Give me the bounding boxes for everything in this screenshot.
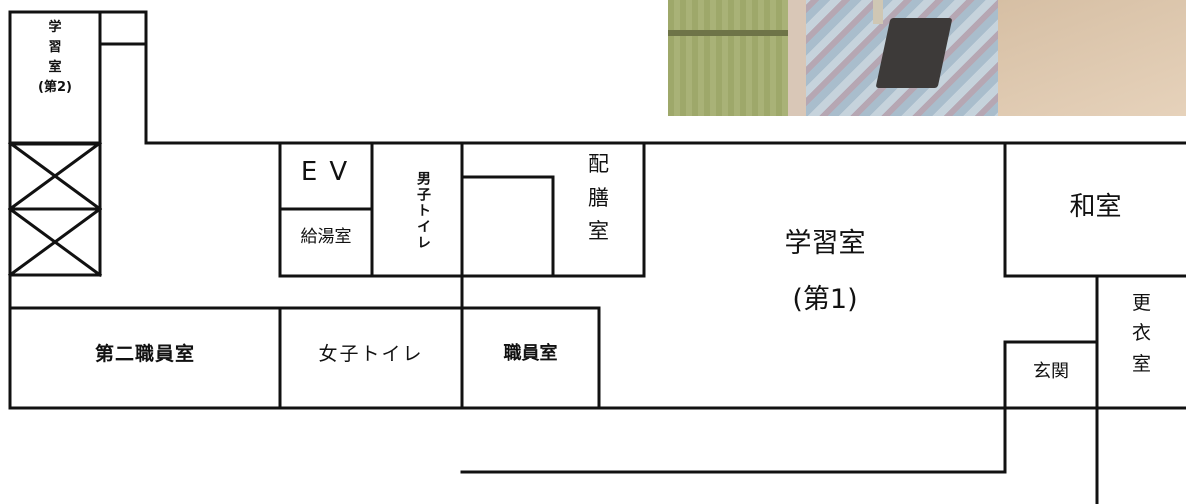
label-japanese-room: 和室 <box>1069 192 1122 222</box>
label-mens-toilet: 男子トイレ <box>415 170 431 251</box>
wall-staff-room <box>460 306 601 410</box>
stairs-x-line <box>7 206 103 278</box>
label-study-room-1: 学習室 <box>784 228 866 259</box>
label-second-staff-room: 第二職員室 <box>94 343 195 365</box>
label-staff-room: 職員室 <box>503 343 558 364</box>
stairs-x-line <box>7 140 103 212</box>
label-changing-room: 更 衣 室 <box>1131 292 1151 375</box>
label-study-room-2: 学 習 室 (第2) <box>38 20 72 96</box>
label-ev: EV <box>300 157 360 187</box>
wall-serving-inner <box>460 175 555 278</box>
wooden-floor <box>998 0 1186 116</box>
label-serving-room: 配 膳 室 <box>588 152 609 244</box>
label-kettle-room: 給湯室 <box>300 227 352 247</box>
rug-border <box>788 0 806 116</box>
tatami-edge <box>668 30 818 36</box>
wall-japanese-room <box>1003 141 1186 278</box>
stand-post <box>873 0 883 24</box>
japanese-room-photo <box>668 0 1186 116</box>
wall-small-closet <box>98 10 148 46</box>
label-entrance: 玄関 <box>1033 361 1069 382</box>
label-study-room-1-number: (第1) <box>792 284 858 315</box>
label-womens-toilet: 女子トイレ <box>318 343 424 365</box>
